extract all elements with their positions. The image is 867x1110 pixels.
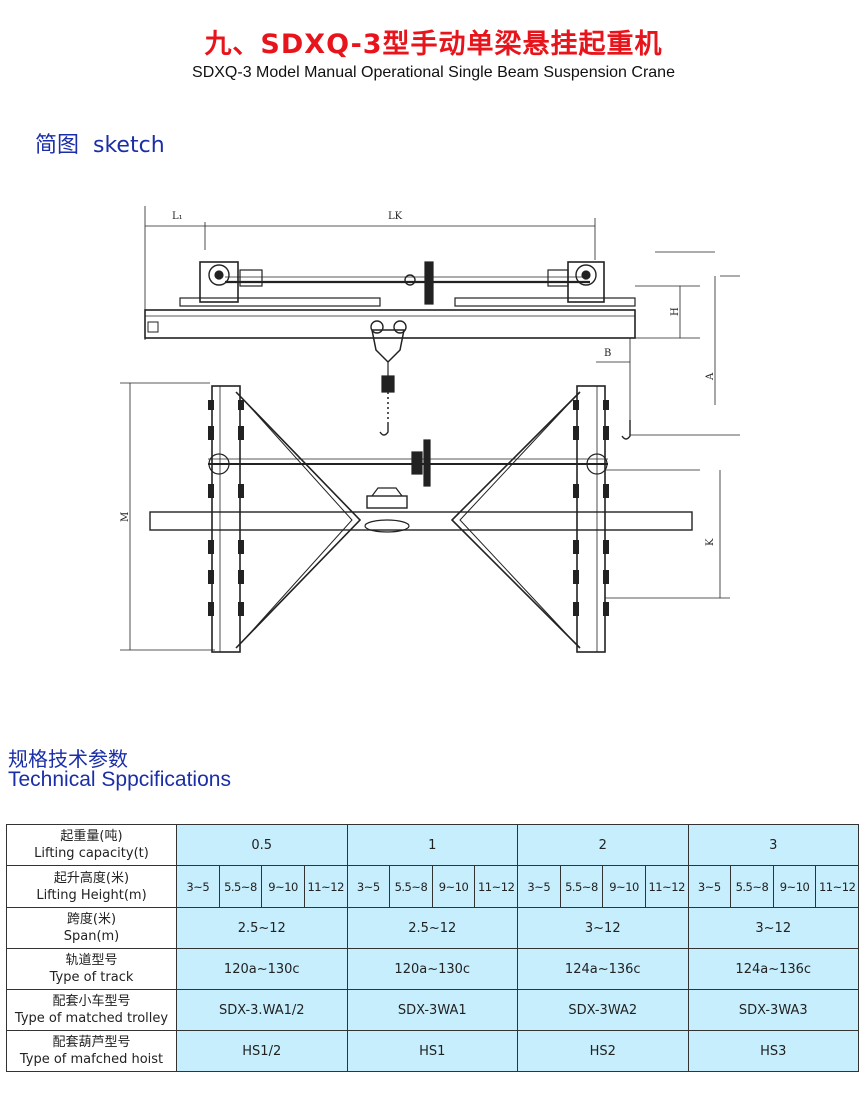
table-cell: 1 bbox=[346, 824, 518, 866]
dim-label-h: H bbox=[670, 307, 681, 316]
dim-label-a: A bbox=[705, 372, 716, 381]
specs-heading-en: Technical Sppcifications bbox=[8, 768, 231, 791]
row-label-height: 起升高度(米)Lifting Height(m) bbox=[6, 865, 177, 908]
table-cell: SDX-3WA1 bbox=[346, 989, 518, 1031]
table-cell: HS1 bbox=[346, 1030, 518, 1072]
table-cell: 0.5 bbox=[176, 824, 348, 866]
table-cell: 3 bbox=[687, 824, 859, 866]
sketch-heading-en: sketch bbox=[93, 133, 165, 158]
table-cell: 9~10 bbox=[431, 865, 476, 908]
table-cell: HS2 bbox=[517, 1030, 689, 1072]
table-cell: SDX-3WA3 bbox=[687, 989, 859, 1031]
row-label-span: 跨度(米)Span(m) bbox=[6, 907, 177, 949]
table-cell: 11~12 bbox=[644, 865, 689, 908]
table-cell: 9~10 bbox=[602, 865, 646, 908]
table-cell: 2.5~12 bbox=[176, 907, 348, 949]
table-cell: 124a~136c bbox=[687, 948, 859, 990]
sketch-heading-cn: 简图 bbox=[35, 133, 80, 158]
table-cell: 5.5~8 bbox=[218, 865, 263, 908]
table-cell: 2.5~12 bbox=[346, 907, 518, 949]
table-cell: HS3 bbox=[687, 1030, 859, 1072]
specs-heading-cn: 规格技术参数 bbox=[8, 747, 128, 771]
side-elevation-view bbox=[144, 206, 740, 440]
table-cell: 2 bbox=[517, 824, 689, 866]
table-cell: 11~12 bbox=[815, 865, 859, 908]
page-subtitle: SDXQ-3 Model Manual Operational Single B… bbox=[192, 64, 675, 81]
dim-label-b: B bbox=[604, 348, 611, 359]
table-cell: 3~5 bbox=[346, 865, 391, 908]
table-cell: 5.5~8 bbox=[559, 865, 604, 908]
table-cell: 11~12 bbox=[474, 865, 518, 908]
specs-table: 起重量(吨)Lifting capacity(t) 0.5 1 2 3 起升高度… bbox=[6, 824, 859, 1072]
crane-sketch-drawing: L₁ LK H B A M K bbox=[120, 206, 740, 653]
table-cell: 9~10 bbox=[261, 865, 305, 908]
dim-label-k: K bbox=[705, 538, 716, 546]
table-cell: 124a~136c bbox=[517, 948, 689, 990]
table-cell: 5.5~8 bbox=[389, 865, 433, 908]
table-cell: 120a~130c bbox=[176, 948, 348, 990]
table-cell: HS1/2 bbox=[176, 1030, 348, 1072]
table-cell: 120a~130c bbox=[346, 948, 518, 990]
table-cell: 3~5 bbox=[176, 865, 220, 908]
dim-label-lk: LK bbox=[388, 211, 403, 222]
dim-label-l1: L₁ bbox=[172, 211, 183, 222]
table-row: 起升高度(米)Lifting Height(m) 3~5 5.5~8 9~10 … bbox=[6, 865, 859, 908]
row-label-capacity: 起重量(吨)Lifting capacity(t) bbox=[6, 824, 177, 866]
plan-view bbox=[120, 382, 730, 653]
dim-label-m: M bbox=[120, 512, 131, 522]
table-cell: 3~5 bbox=[517, 865, 561, 908]
sketch-heading: 简图 sketch bbox=[35, 127, 179, 159]
table-cell: 9~10 bbox=[772, 865, 817, 908]
table-cell: 3~5 bbox=[687, 865, 732, 908]
table-row: 起重量(吨)Lifting capacity(t) 0.5 1 2 3 bbox=[6, 824, 859, 866]
table-cell: SDX-3WA2 bbox=[517, 989, 689, 1031]
table-cell: SDX-3.WA1/2 bbox=[176, 989, 348, 1031]
table-cell: 3~12 bbox=[517, 907, 689, 949]
page-title: 九、SDXQ-3型手动单梁悬挂起重机 bbox=[204, 29, 663, 60]
table-cell: 5.5~8 bbox=[730, 865, 774, 908]
table-cell: 11~12 bbox=[303, 865, 348, 908]
table-row: 跨度(米)Span(m) 2.5~12 2.5~12 3~12 3~12 bbox=[6, 907, 859, 949]
table-cell: 3~12 bbox=[687, 907, 859, 949]
